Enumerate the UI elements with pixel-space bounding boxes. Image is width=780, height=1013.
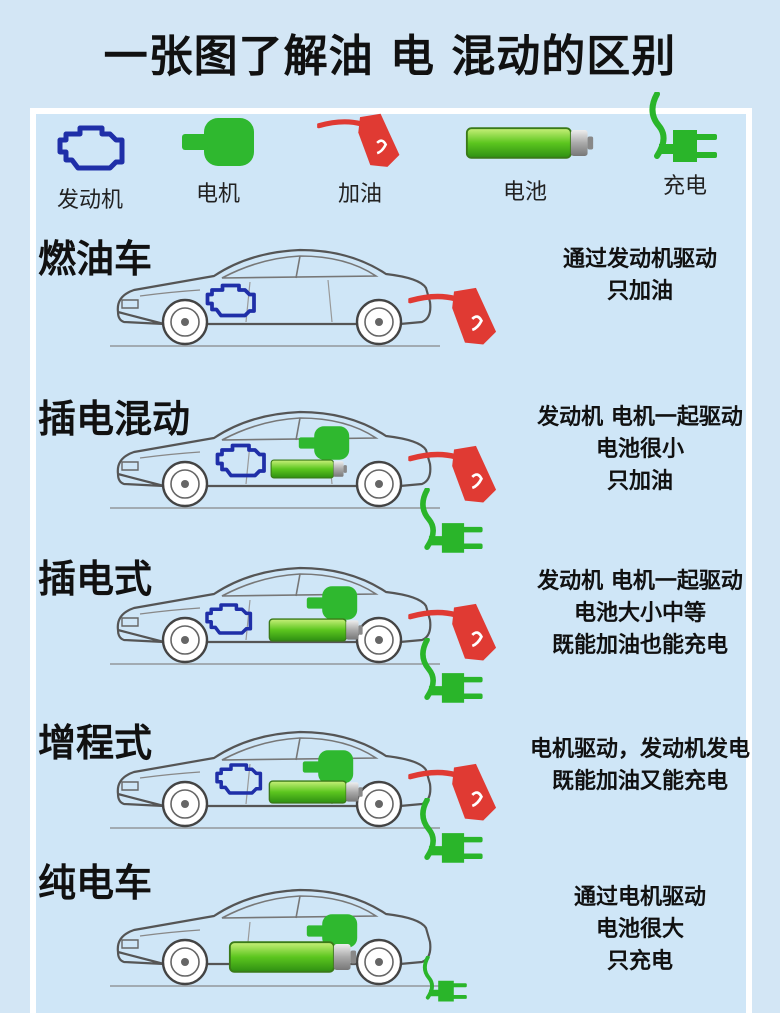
description-line: 电池大小中等 — [573, 601, 706, 626]
description-line: 既能加油又能充电 — [551, 769, 728, 794]
description-line: 只充电 — [606, 949, 673, 974]
description-line: 只加油 — [606, 279, 673, 304]
engine-icon — [210, 758, 266, 800]
legend-label: 电机 — [195, 182, 240, 207]
charging-plug-icon — [645, 92, 725, 172]
legend-motor: 电机 — [158, 112, 278, 208]
description-line: 既能加油也能充电 — [551, 633, 728, 658]
fuel-nozzle-icon — [310, 112, 410, 172]
section-description: 通过电机驱动 电池很大 只充电 — [500, 882, 780, 978]
legend-label: 充电 — [662, 174, 707, 199]
battery-icon — [228, 938, 358, 976]
legend-fuel: 加油 — [300, 112, 420, 208]
car-illustration — [110, 240, 440, 350]
section-title: 插电式 — [38, 557, 153, 601]
description-line: 通过发动机驱动 — [562, 247, 717, 272]
engine-icon — [210, 438, 270, 483]
section-description: 发动机 电机一起驱动 电池很小 只加油 — [500, 402, 780, 498]
charging-plug-icon — [416, 956, 476, 1008]
section-description: 电机驱动，发动机发电 既能加油又能充电 — [500, 734, 780, 798]
description-line: 电池很大 — [595, 917, 684, 942]
description-line: 通过电机驱动 — [573, 885, 706, 910]
fuel-nozzle-icon — [408, 286, 500, 350]
legend-label: 加油 — [337, 182, 382, 207]
charging-plug-icon — [416, 638, 490, 712]
section-description: 通过发动机驱动 只加油 — [500, 244, 780, 308]
page-title: 一张图了解油 电 混动的区别 — [103, 31, 677, 82]
description-line: 发动机 电机一起驱动 — [537, 569, 743, 594]
charging-plug-icon — [416, 798, 490, 872]
car-illustration — [110, 722, 440, 832]
legend-label: 发动机 — [56, 188, 123, 213]
section-title: 增程式 — [38, 721, 153, 765]
description-line: 电机驱动，发动机发电 — [529, 737, 750, 762]
legend-engine: 发动机 — [30, 118, 150, 214]
battery-icon — [268, 778, 364, 806]
motor-icon — [178, 112, 258, 172]
section-title: 纯电车 — [38, 861, 153, 905]
battery-icon — [268, 616, 364, 644]
description-line: 只加油 — [606, 469, 673, 494]
content-panel — [30, 108, 752, 1013]
engine-icon — [200, 598, 256, 640]
section-description: 发动机 电机一起驱动 电池大小中等 既能加油也能充电 — [500, 566, 780, 662]
legend-battery: 电池 — [465, 124, 585, 206]
engine-icon — [50, 118, 130, 178]
battery-icon — [270, 456, 348, 482]
legend-label: 电池 — [502, 180, 547, 205]
engine-icon — [200, 278, 260, 323]
section-title: 燃油车 — [38, 237, 153, 281]
section-title: 插电混动 — [38, 397, 191, 441]
charging-plug-icon — [416, 488, 490, 562]
battery-icon — [465, 124, 595, 162]
description-line: 发动机 电机一起驱动 — [537, 405, 743, 430]
car-illustration — [110, 558, 440, 668]
legend-plug: 充电 — [625, 92, 745, 200]
description-line: 电池很小 — [595, 437, 684, 462]
